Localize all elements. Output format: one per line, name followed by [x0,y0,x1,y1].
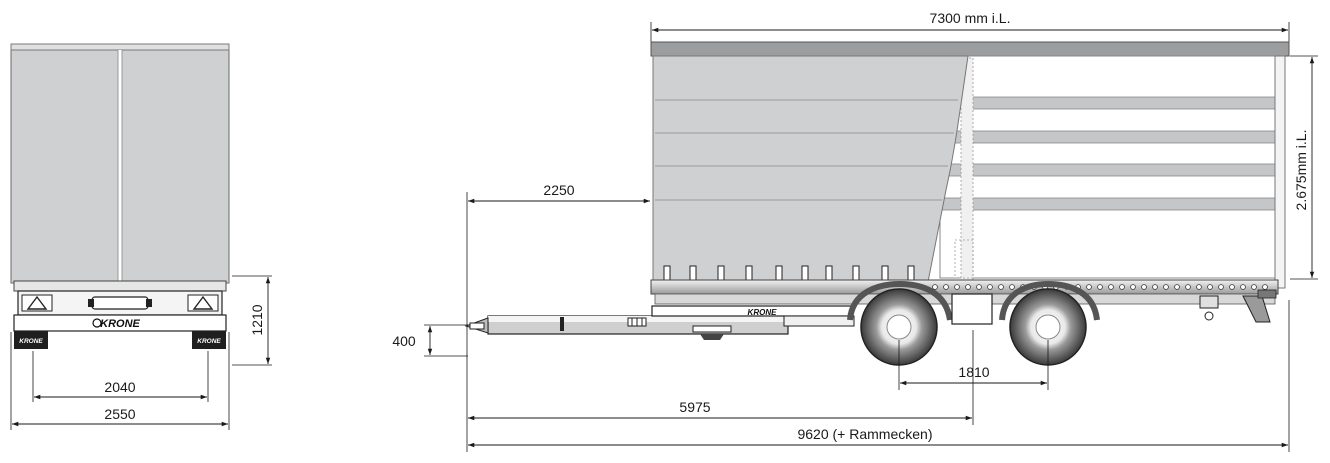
bumper-left [14,331,48,349]
dim-label-overall-length: 9620 (+ Rammecken) [797,426,932,442]
drawbar-krone-logo: KRONE [748,308,778,317]
chassis-hole [1262,284,1268,290]
front-view: KRONE KRONE KRONE 1210 2040 2550 [10,43,272,430]
dim-label-coupling-height: 400 [392,333,416,349]
krone-emblem-icon [92,318,102,328]
drawbar-lamp [692,325,732,333]
krone-logo: KRONE [100,318,140,330]
dim-label-axle-spacing: 1810 [958,364,989,380]
chassis-hole [1086,284,1092,290]
chassis-hole [1251,284,1257,290]
axle-center-box [951,293,993,325]
bumper-right [192,331,226,349]
reflector-triangle-icon [26,295,48,310]
side-view: 7300 mm i.L. [392,10,1318,452]
chassis-hole [954,284,960,290]
chassis-hole [943,284,949,290]
dim-label-coupling-to-axle: 5975 [679,399,710,415]
chassis-holes [932,284,1268,290]
chassis-hole [976,284,982,290]
side-curtain [652,55,969,283]
chassis-hole [932,284,938,290]
chassis-hole [987,284,993,290]
bumper-badge-right: KRONE [197,338,221,345]
reflector-triangle-icon [192,295,214,310]
plate-holder [91,296,149,310]
chassis-hole [1141,284,1147,290]
chassis-hole [1163,284,1169,290]
dim-label-floor-height: 1210 [249,304,265,335]
dim-label-overall-width: 2550 [104,406,135,422]
roof-rail [650,41,1290,57]
chassis-hole [1240,284,1246,290]
chassis-hole [1130,284,1136,290]
chassis-hole [1009,284,1015,290]
bumper-badge-left: KRONE [19,338,43,345]
chassis-hole [1108,284,1114,290]
chassis-hole [1218,284,1224,290]
rear-lamp [1199,295,1219,309]
chassis-hole [1185,284,1191,290]
dim-label-inner-length: 7300 mm i.L. [930,10,1011,26]
side-slats [939,96,1276,211]
chassis-hole [1196,284,1202,290]
dim-label-drawbar-length: 2250 [543,182,574,198]
chassis-hole [1207,284,1213,290]
chassis-hole [998,284,1004,290]
curtain-stripes [655,99,958,201]
dim-label-inner-height: 2.675mm i.L. [1293,130,1309,211]
mudguard-rear [999,280,1100,321]
chassis-rail [650,279,1279,295]
front-bumper-bar [13,314,227,332]
rear-post [1274,55,1286,289]
chassis-hole [1174,284,1180,290]
mudguard-front [847,280,953,321]
chassis-hole [1229,284,1235,290]
chassis-hole [1152,284,1158,290]
chassis-hole [1119,284,1125,290]
chassis-hole [965,284,971,290]
front-underframe [13,280,227,292]
front-roof-edge [10,43,230,51]
rear-bumper [1242,295,1271,323]
chassis-hole [1097,284,1103,290]
dim-label-wheel-track: 2040 [104,379,135,395]
